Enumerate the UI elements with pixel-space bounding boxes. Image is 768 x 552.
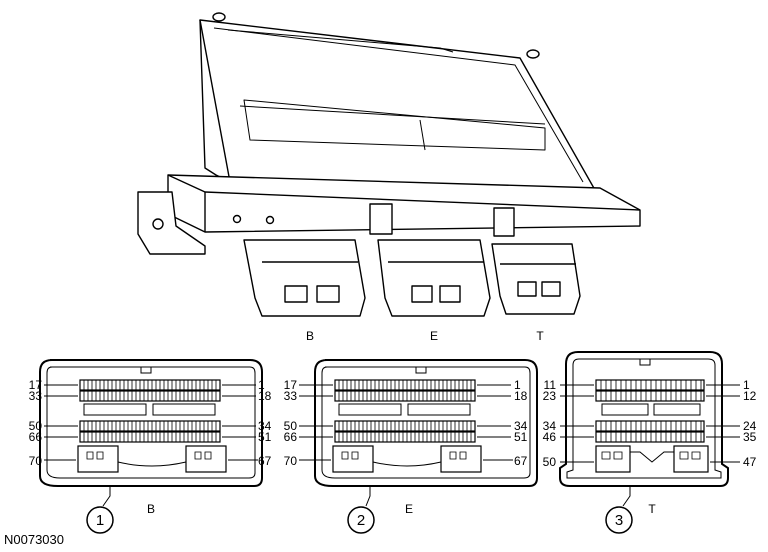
connector-name: B bbox=[147, 502, 155, 516]
pin-label: 70 bbox=[29, 454, 43, 468]
pin-label: 1 bbox=[258, 378, 265, 392]
pin-arrows-t bbox=[560, 384, 740, 463]
pin-ticks-e bbox=[338, 380, 472, 460]
callout-circle bbox=[347, 506, 375, 534]
pin-label: 67 bbox=[258, 454, 272, 468]
pin-label: 18 bbox=[258, 389, 272, 403]
module-label-b: B bbox=[306, 329, 314, 343]
pin-label: 66 bbox=[29, 430, 43, 444]
module-label-t: T bbox=[536, 329, 544, 343]
callout-circle bbox=[86, 506, 114, 534]
pin-label: 50 bbox=[284, 419, 298, 433]
pin-label: 34 bbox=[514, 419, 528, 433]
pin-label: 51 bbox=[258, 430, 272, 444]
pin-label: 67 bbox=[514, 454, 528, 468]
pin-label: 47 bbox=[743, 455, 757, 469]
pin-label: 24 bbox=[743, 419, 757, 433]
pin-label: 51 bbox=[514, 430, 528, 444]
pin-label: 23 bbox=[543, 389, 557, 403]
pin-label: 34 bbox=[258, 419, 272, 433]
pin-label: 34 bbox=[543, 419, 557, 433]
pin-ticks-t bbox=[600, 380, 702, 460]
connector-name: E bbox=[405, 502, 413, 516]
pin-label: 11 bbox=[544, 378, 557, 392]
callout-circle bbox=[605, 506, 633, 534]
module-label-e: E bbox=[430, 329, 438, 343]
pin-label: 50 bbox=[29, 419, 43, 433]
pin-label: 46 bbox=[543, 430, 557, 444]
pin-label: 12 bbox=[743, 389, 757, 403]
pin-label: 1 bbox=[743, 378, 750, 392]
pin-label: 50 bbox=[543, 455, 557, 469]
pin-label: 70 bbox=[284, 454, 298, 468]
pin-label: 18 bbox=[514, 389, 528, 403]
pin-label: 33 bbox=[29, 389, 43, 403]
pin-ticks-b bbox=[83, 380, 217, 460]
connector-name: T bbox=[648, 502, 656, 516]
figure-reference: N0073030 bbox=[4, 532, 64, 547]
callout-number: 2 bbox=[357, 512, 365, 529]
pin-label: 33 bbox=[284, 389, 298, 403]
pin-arrows-e bbox=[299, 384, 513, 461]
pin-arrows-b bbox=[44, 384, 258, 461]
connector-face-t: 11 23 34 46 50 1 12 24 35 47 3 T bbox=[543, 351, 757, 534]
callout-number: 1 bbox=[96, 512, 104, 529]
pin-label: 35 bbox=[743, 430, 757, 444]
pin-label: 1 bbox=[514, 378, 521, 392]
pin-label: 17 bbox=[29, 378, 43, 392]
pcm-module-illustration bbox=[137, 12, 641, 317]
pin-label: 66 bbox=[284, 430, 298, 444]
callout-number: 3 bbox=[615, 512, 623, 529]
connector-face-e: 17 33 50 66 70 1 18 34 51 67 2 E bbox=[284, 359, 538, 534]
connector-face-b: 17 33 50 66 70 1 18 34 51 67 1 B bbox=[29, 359, 272, 534]
pin-label: 17 bbox=[284, 378, 298, 392]
